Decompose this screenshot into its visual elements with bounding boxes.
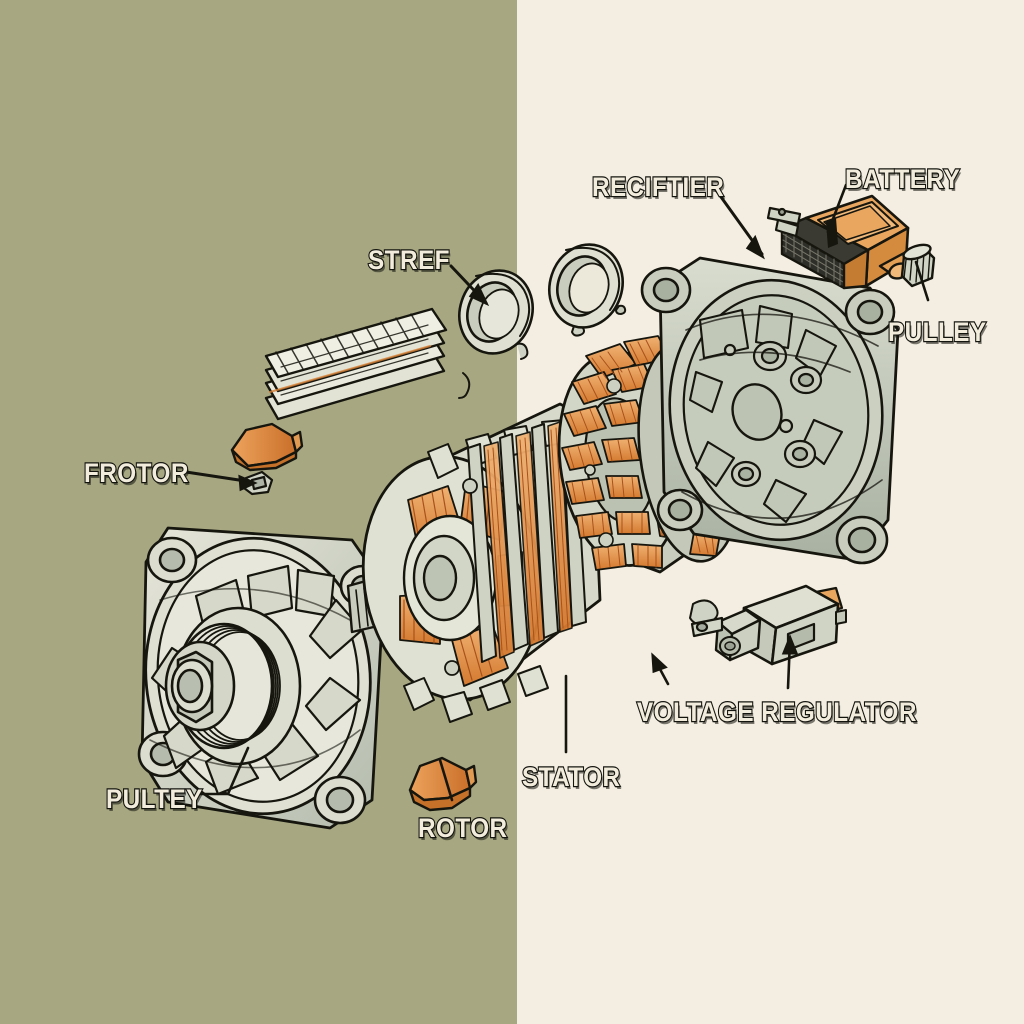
- rotor-assembly: [361, 402, 602, 723]
- label-voltage-regulator: VOLTAGE REGULATOR: [636, 696, 918, 728]
- brush-b: [408, 756, 478, 812]
- rear-housing: [640, 256, 900, 565]
- brush-a: [230, 422, 304, 472]
- label-pulley: PULLEY: [887, 316, 987, 348]
- label-rotor: ROTOR: [417, 812, 508, 844]
- front-housing: [137, 526, 387, 830]
- label-stator: STATOR: [521, 761, 621, 793]
- label-reciftier: RECIFTIER: [591, 171, 725, 203]
- bearing-rear: [548, 243, 624, 329]
- plate-stack: [264, 307, 448, 421]
- label-pultey: PULTEY: [105, 783, 203, 815]
- clip-a: [242, 470, 274, 496]
- label-frotor: FROTOR: [83, 457, 190, 489]
- leader-lines: [184, 183, 930, 802]
- label-stref: STREF: [367, 244, 451, 276]
- battery-module: [766, 194, 920, 290]
- label-battery: BATTERY: [844, 163, 961, 195]
